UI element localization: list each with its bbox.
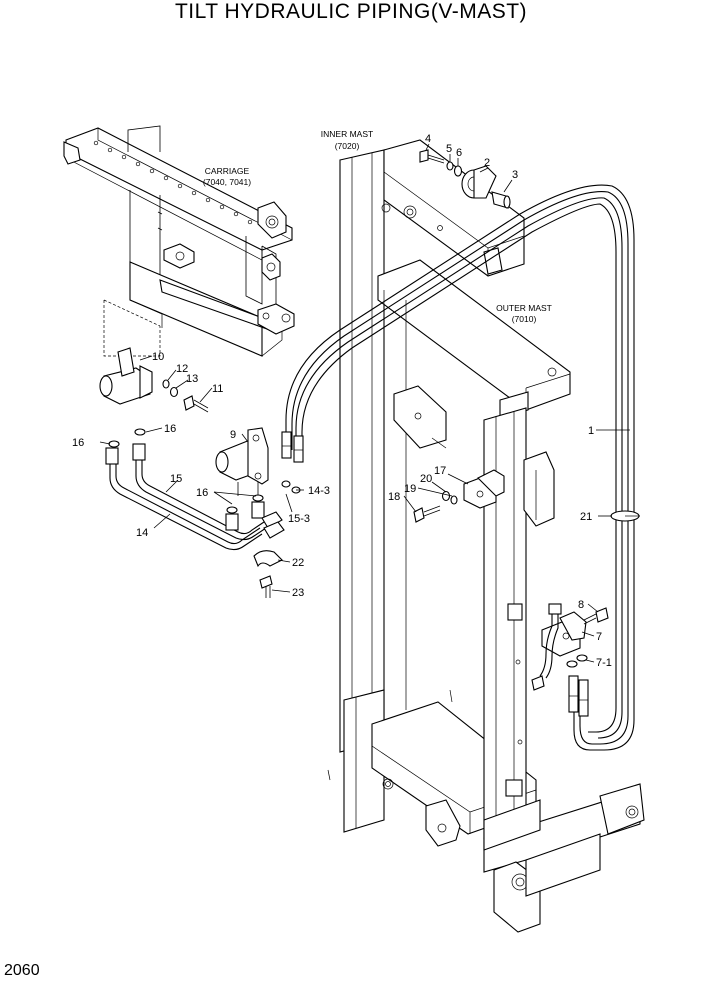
diagram-title: TILT HYDRAULIC PIPING(V-MAST) (174, 0, 528, 23)
callout-3: 3 (512, 169, 518, 181)
callout-2: 2 (484, 157, 490, 169)
connector-7-orings-8 (531, 603, 609, 691)
callout-15-3: 15-3 (288, 513, 310, 525)
tube-14-15 (105, 443, 285, 551)
leader-lines (99, 143, 630, 663)
callout-19: 19 (404, 483, 416, 495)
o-rings-16 (108, 428, 301, 514)
callout-5: 5 (446, 143, 452, 155)
page-number: 2060 (4, 962, 40, 979)
callout-6: 6 (456, 147, 462, 159)
callout-14: 14 (136, 527, 148, 539)
outer-mast-ref: (7010) (512, 314, 537, 324)
part-callouts: 4 5 6 2 3 1 21 10 12 13 11 16 16 9 15 16… (72, 133, 612, 669)
tilt-hose-assembly (281, 184, 635, 751)
callout-16-left: 16 (72, 437, 84, 449)
clamp-22-bolt-23 (253, 550, 283, 598)
carriage-tilt-valve-10 (99, 347, 209, 413)
outer-mast-assembly (377, 259, 645, 933)
callout-10: 10 (152, 351, 164, 363)
callout-12: 12 (176, 363, 188, 375)
callout-16-mid: 16 (164, 423, 176, 435)
callout-14-3: 14-3 (308, 485, 330, 497)
callout-13: 13 (186, 373, 198, 385)
outer-mast-label: OUTER MAST (496, 303, 552, 313)
hose-clamp-21 (610, 510, 640, 522)
carriage-assembly (63, 125, 295, 357)
callout-9: 9 (230, 429, 236, 441)
callout-7-1: 7-1 (596, 657, 612, 669)
inner-mast-ref: (7020) (335, 141, 360, 151)
callout-15: 15 (170, 473, 182, 485)
inner-mast-label: INNER MAST (321, 129, 373, 139)
callout-11: 11 (212, 383, 223, 395)
callout-4: 4 (425, 133, 431, 145)
assembly-labels: CARRIAGE (7040, 7041) INNER MAST (7020) … (203, 129, 552, 324)
callout-18: 18 (388, 491, 400, 503)
carriage-label: CARRIAGE (205, 166, 250, 176)
callout-21: 21 (580, 511, 592, 523)
callout-17: 17 (434, 465, 446, 477)
callout-7: 7 (596, 631, 602, 643)
callout-16-lower: 16 (196, 487, 208, 499)
callout-8: 8 (578, 599, 584, 611)
callout-1: 1 (588, 425, 594, 437)
callout-20: 20 (420, 473, 432, 485)
bracket-17-bolts-18-20 (413, 469, 505, 523)
top-small-parts (419, 149, 511, 209)
callout-23: 23 (292, 587, 304, 599)
valve-9 (215, 427, 269, 496)
callout-22: 22 (292, 557, 304, 569)
carriage-ref: (7040, 7041) (203, 177, 251, 187)
